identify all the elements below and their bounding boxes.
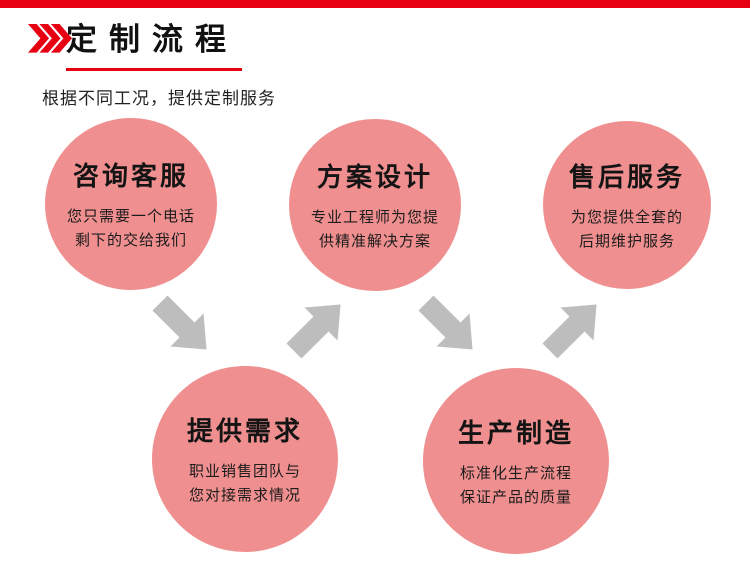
step-title: 咨询客服: [72, 161, 189, 191]
step-desc-line: 后期维护服务: [578, 233, 675, 250]
step-desc-line: 职业销售团队与: [188, 463, 301, 480]
step-circle-solution-design: 方案设计 专业工程师为您提 供精准解决方案: [289, 119, 461, 291]
top-accent-bar: [0, 0, 750, 8]
flow-arrow-up-right-icon: [526, 279, 622, 375]
step-title: 提供需求: [186, 416, 303, 446]
step-desc-line: 标准化生产流程: [459, 465, 572, 482]
step-circle-after-sales-service: 售后服务 为您提供全套的 后期维护服务: [543, 121, 711, 289]
step-desc-line: 为您提供全套的: [570, 209, 683, 226]
step-title: 方案设计: [316, 162, 433, 192]
flow-arrow-up-right-icon: [270, 279, 366, 375]
triple-chevron-right-icon: [28, 24, 72, 54]
step-desc-line: 保证产品的质量: [459, 489, 572, 506]
step-circle-production-manufacturing: 生产制造 标准化生产流程 保证产品的质量: [423, 368, 609, 554]
page-subtitle: 根据不同工况，提供定制服务: [42, 89, 276, 108]
step-desc-line: 您对接需求情况: [188, 487, 301, 504]
step-desc-line: 您只需要一个电话: [66, 208, 195, 225]
step-desc-line: 剩下的交给我们: [74, 232, 187, 249]
step-circle-provide-requirements: 提供需求 职业销售团队与 您对接需求情况: [152, 366, 338, 552]
step-desc-line: 供精准解决方案: [318, 233, 431, 250]
flow-arrow-down-right-icon: [136, 279, 232, 375]
page-title: 定制流程: [66, 14, 242, 71]
step-desc-line: 专业工程师为您提: [310, 209, 439, 226]
step-circle-consult-service: 咨询客服 您只需要一个电话 剩下的交给我们: [45, 118, 217, 290]
flow-arrow-down-right-icon: [402, 279, 498, 375]
step-title: 生产制造: [457, 418, 574, 448]
step-title: 售后服务: [568, 162, 685, 192]
